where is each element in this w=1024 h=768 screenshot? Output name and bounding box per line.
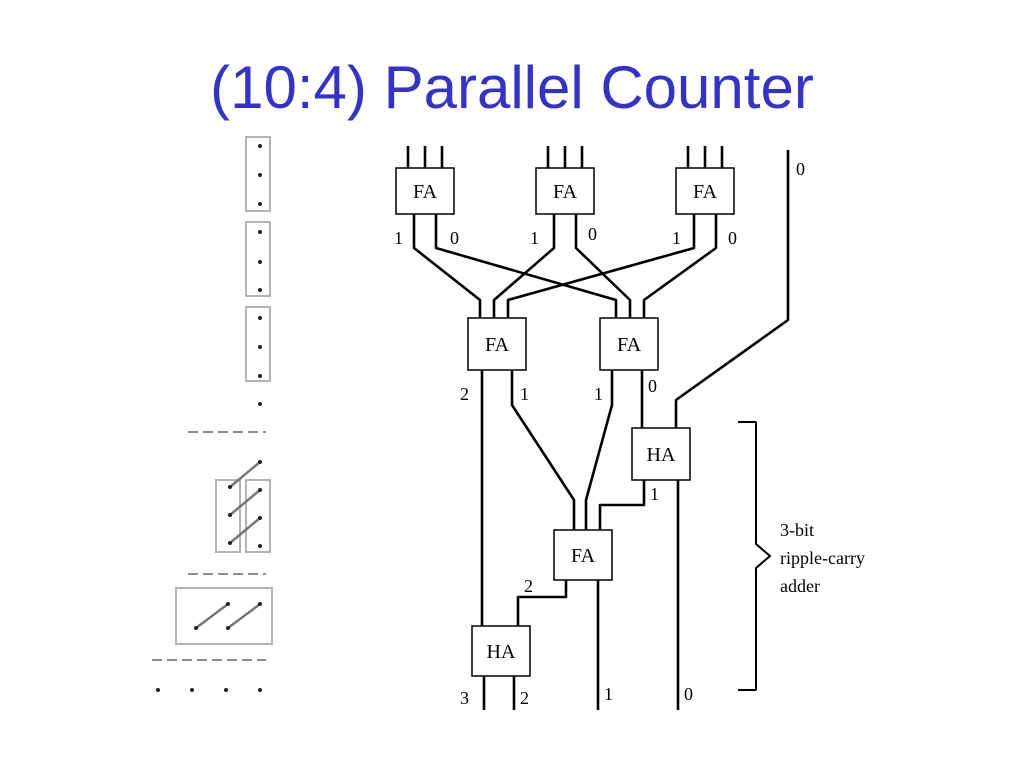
dot-group-2 — [245, 221, 271, 297]
wires — [406, 146, 790, 710]
output-dot — [258, 688, 262, 692]
carry-link — [228, 488, 262, 517]
carry-link — [194, 602, 230, 630]
partial-dot — [226, 626, 230, 630]
port-label: 1 — [394, 228, 403, 248]
port-label: 1 — [604, 684, 613, 704]
port-labels: 1 0 1 0 1 0 0 2 1 1 0 1 2 3 2 1 0 — [394, 159, 805, 708]
partial-dot — [228, 513, 232, 517]
partial-dot — [228, 541, 232, 545]
carry-link — [228, 516, 262, 545]
carry-wire — [412, 214, 482, 318]
gate-box — [553, 529, 613, 581]
carry-wire — [492, 214, 556, 318]
gate-box — [675, 167, 735, 215]
gates: FA FA FA FA FA HA FA HA — [395, 167, 735, 677]
output-dot — [224, 688, 228, 692]
annotation-line-3: adder — [780, 576, 820, 596]
partial-dot — [228, 485, 232, 489]
mid-right-carry-wire — [584, 370, 614, 530]
port-label: 2 — [460, 384, 469, 404]
slide-title: (10:4) Parallel Counter — [210, 54, 814, 121]
annotation-line-1: 3-bit — [780, 520, 814, 540]
port-label: 1 — [650, 484, 659, 504]
dot-group-6 — [175, 587, 273, 645]
partial-dot — [258, 602, 262, 606]
partial-dot — [194, 626, 198, 630]
port-label: 0 — [684, 684, 693, 704]
gate-box — [599, 317, 659, 371]
fa-top-mid: FA — [535, 167, 595, 215]
sum-wire — [434, 214, 618, 318]
extra-input-wire — [674, 150, 790, 428]
carry-link — [226, 602, 262, 630]
port-label: 1 — [594, 384, 603, 404]
input-dot — [258, 260, 262, 264]
gate-label: FA — [617, 334, 642, 356]
input-dot — [258, 374, 262, 378]
adder-annotation: 3-bit ripple-carry adder — [780, 520, 865, 596]
port-label: 1 — [530, 228, 539, 248]
input-dot — [258, 202, 262, 206]
port-label: 0 — [450, 228, 459, 248]
gate-label: FA — [553, 181, 578, 203]
gate-label: FA — [413, 181, 438, 203]
gate-label: HA — [647, 444, 676, 466]
input-dot — [258, 402, 262, 406]
gate-box — [535, 167, 595, 215]
sum-wire — [642, 214, 718, 318]
fa-top-left: FA — [395, 167, 455, 215]
port-label: 3 — [460, 688, 469, 708]
port-label: 1 — [520, 384, 529, 404]
fa-mid-left: FA — [467, 317, 527, 371]
carry-link — [228, 460, 262, 489]
dot-group-4 — [215, 479, 241, 553]
ha-right-carry-wire — [598, 480, 646, 530]
gate-label: FA — [693, 181, 718, 203]
fa-bottom-carry-wire — [516, 580, 568, 626]
gate-label: FA — [485, 334, 510, 356]
carry-wire — [506, 214, 696, 318]
port-label: 0 — [728, 228, 737, 248]
port-label: 0 — [648, 376, 657, 396]
gate-box — [471, 625, 531, 677]
input-dot — [258, 316, 262, 320]
mid-left-sum-wire — [510, 370, 576, 530]
sum-wire — [574, 214, 632, 318]
output-dot — [190, 688, 194, 692]
port-label: 2 — [524, 576, 533, 596]
dot-group-5 — [245, 479, 271, 553]
partial-dot — [258, 516, 262, 520]
port-label: 2 — [520, 688, 529, 708]
input-dot — [258, 288, 262, 292]
fa-bottom: FA — [553, 529, 613, 581]
gate-box — [467, 317, 527, 371]
partial-dot — [258, 544, 262, 548]
gate-label: FA — [571, 545, 596, 567]
input-dot — [258, 230, 262, 234]
fa-mid-right: FA — [599, 317, 659, 371]
output-dot — [156, 688, 160, 692]
dot-group-3 — [245, 306, 271, 382]
ha-right: HA — [631, 427, 691, 481]
port-label: 0 — [796, 159, 805, 179]
input-dot — [258, 345, 262, 349]
input-dot — [258, 173, 262, 177]
dot-group-1 — [245, 136, 271, 212]
gate-box — [395, 167, 455, 215]
partial-dot — [226, 602, 230, 606]
partial-dot — [258, 460, 262, 464]
gate-box — [631, 427, 691, 481]
ha-bottom: HA — [471, 625, 531, 677]
fa-top-right: FA — [675, 167, 735, 215]
port-label: 1 — [672, 228, 681, 248]
partial-dot — [258, 488, 262, 492]
gate-label: HA — [487, 641, 516, 663]
annotation-line-2: ripple-carry — [780, 548, 865, 568]
port-label: 0 — [588, 224, 597, 244]
input-dot — [258, 144, 262, 148]
dot-notation — [152, 136, 273, 692]
adder-brace — [738, 421, 771, 691]
